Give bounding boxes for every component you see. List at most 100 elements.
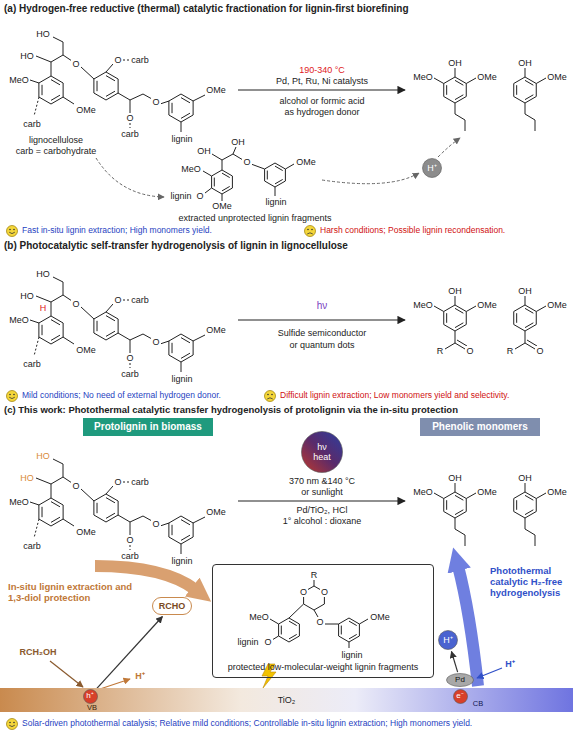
proton-circle: H⁺ [422, 158, 442, 178]
bond [349, 642, 350, 648]
bond [536, 78, 546, 84]
bond [525, 103, 526, 114]
section-tag: Protolignin in biomass [83, 418, 213, 436]
double-bond [516, 500, 517, 510]
atom-label: HO [35, 269, 51, 279]
double-bond [349, 634, 357, 638]
atom-label: O [242, 157, 251, 167]
double-bond [106, 331, 115, 336]
atom-label: OMe [211, 201, 233, 211]
double-bond [181, 113, 190, 118]
structure-caption: lignocellulose [29, 135, 83, 145]
bond [434, 306, 444, 312]
double-bond [51, 320, 60, 325]
bond [34, 519, 39, 538]
double-bond [214, 178, 215, 187]
panel-heading: (b) Photocatalytic self-transfer hydroge… [4, 240, 348, 252]
double-bond [525, 323, 533, 328]
condition-text: 190-340 °C [299, 65, 345, 75]
ring [94, 494, 118, 522]
double-bond [281, 626, 282, 635]
atom-label: H [39, 303, 48, 313]
double-bond [455, 308, 463, 313]
bond [233, 147, 236, 154]
hole-circle: h⁺ [83, 689, 98, 704]
ring [444, 492, 467, 518]
double-bond [106, 316, 115, 321]
double-bond [446, 85, 447, 95]
node-text: heat [313, 452, 331, 462]
bond [525, 529, 535, 535]
bond [63, 282, 64, 295]
atom-label: O [195, 191, 204, 201]
bond [53, 37, 63, 42]
atom-label: R [506, 346, 515, 356]
bond [130, 123, 131, 128]
double-bond [525, 510, 533, 515]
bond [455, 68, 456, 77]
atom-label: lignin [170, 556, 193, 566]
sad-face [305, 226, 316, 237]
atom-label: lignin [170, 134, 193, 144]
bond [30, 80, 39, 83]
atom-label: HO [35, 29, 51, 39]
atom-label: O [125, 353, 134, 363]
double-bond [455, 95, 463, 100]
atom-label: MeO [412, 300, 434, 310]
atom-label: carb [130, 55, 150, 65]
bond [34, 97, 39, 116]
atom-label: O [71, 59, 80, 69]
atom-label: lignin [236, 637, 259, 647]
atom-label: O [315, 617, 324, 627]
bond [63, 464, 64, 477]
bond [63, 97, 74, 104]
atom-label: carb [120, 551, 140, 561]
bond [51, 295, 63, 302]
bond [63, 42, 64, 55]
double-bond [181, 520, 190, 525]
atom-label: O [151, 97, 160, 107]
bond [275, 187, 276, 196]
node-text: Protolignin in biomass [94, 421, 202, 433]
node-shape [83, 689, 97, 703]
band-label: VB [87, 704, 97, 713]
atom-label: OH [517, 286, 533, 296]
bond [289, 604, 304, 618]
double-bond [51, 335, 60, 340]
bond [51, 302, 52, 316]
double-bond [446, 500, 447, 510]
atom-label: OMe [205, 507, 227, 517]
dashed-arrow [322, 173, 419, 184]
atom-label: HO [19, 291, 35, 301]
bond [51, 62, 52, 76]
atom-label: OMe [546, 300, 568, 310]
bond [205, 188, 212, 193]
bond [106, 64, 113, 72]
atom-label: OH [447, 58, 463, 68]
atom-label: OMe [546, 72, 568, 82]
molecule-drawing [30, 37, 546, 648]
double-bond [222, 186, 230, 190]
bond [466, 306, 476, 312]
node-text: hν [317, 442, 327, 452]
condition-text: 1° alcohol : dioxane [283, 516, 362, 526]
bond [359, 619, 368, 624]
atom-label: O [113, 295, 122, 305]
atom-label: O [465, 346, 474, 356]
double-bond [42, 325, 43, 335]
bond [203, 171, 212, 176]
double-bond [275, 179, 283, 183]
bond [455, 518, 456, 529]
node-text: RCHO [159, 601, 186, 611]
bond [118, 515, 130, 522]
bond [272, 636, 279, 640]
node-text: protected low-molecular-weight lignin fr… [228, 662, 419, 672]
atom-label: O [151, 519, 160, 529]
double-bond [525, 80, 533, 85]
double-bond [181, 535, 190, 540]
condition-text: alcohol or formic acid [279, 96, 364, 106]
atom-label: MeO [8, 315, 30, 325]
ring [94, 72, 118, 100]
bond [455, 296, 456, 305]
bond [51, 477, 63, 484]
